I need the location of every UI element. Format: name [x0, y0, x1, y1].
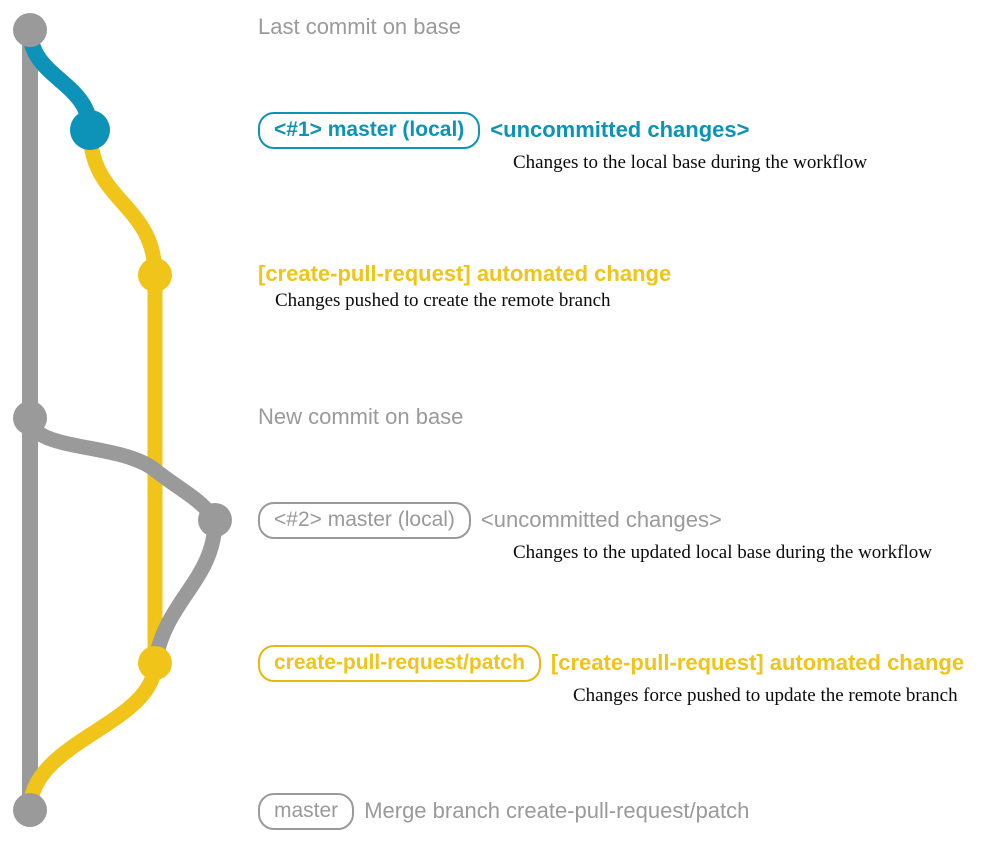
commit-row-patch-1: [create-pull-request] automated change C…	[258, 261, 988, 312]
branch-badge-create-pull-request-patch[interactable]: create-pull-request/patch	[258, 645, 541, 682]
commit-row-base-merge: master Merge branch create-pull-request/…	[258, 793, 988, 830]
edge-local1-to-patch1	[82, 122, 163, 283]
commit-node-base-new[interactable]	[13, 401, 47, 435]
commit-subject: [create-pull-request] automated change	[550, 650, 965, 676]
edge-patch2-to-merge	[22, 655, 163, 818]
commit-row-local-2: <#2> master (local) <uncommitted changes…	[258, 502, 988, 564]
commit-node-local-2[interactable]	[198, 503, 232, 537]
commit-note: Changes force pushed to update the remot…	[573, 684, 958, 706]
commit-node-base-merge[interactable]	[13, 793, 47, 827]
commit-row-headline: New commit on base	[258, 404, 988, 430]
edge-local2-to-patch2	[147, 512, 223, 671]
commit-row-headline: create-pull-request/patch [create-pull-r…	[258, 645, 988, 682]
commit-node-patch-1[interactable]	[138, 258, 172, 292]
commit-node-local-1[interactable]	[70, 110, 110, 150]
commit-note: Changes pushed to create the remote bran…	[275, 290, 611, 311]
branch-badge-master-local-2[interactable]: <#2> master (local)	[258, 502, 471, 539]
commit-node-patch-2[interactable]	[138, 646, 172, 680]
commit-row-headline: Last commit on base	[258, 14, 988, 40]
commit-row-local-1: <#1> master (local) <uncommitted changes…	[258, 112, 988, 174]
commit-note: Changes to the updated local base during…	[513, 541, 932, 563]
commit-row-base-new: New commit on base	[258, 404, 988, 430]
branch-badge-master-local-1[interactable]: <#1> master (local)	[258, 112, 481, 149]
commit-subject: Last commit on base	[258, 14, 461, 39]
commit-row-base-last: Last commit on base	[258, 14, 988, 40]
commit-subject: <uncommitted changes>	[490, 117, 750, 143]
commit-subject: <uncommitted changes>	[480, 507, 722, 533]
commit-subject: Merge branch create-pull-request/patch	[364, 798, 750, 824]
commit-row-patch-2: create-pull-request/patch [create-pull-r…	[258, 645, 988, 707]
commit-row-headline: master Merge branch create-pull-request/…	[258, 793, 988, 830]
commit-subject: [create-pull-request] automated change	[258, 261, 672, 286]
commit-node-base-last[interactable]	[13, 13, 47, 47]
commit-note: Changes to the local base during the wor…	[513, 151, 868, 173]
branch-badge-master[interactable]: master	[258, 793, 355, 830]
commit-row-headline: [create-pull-request] automated change	[258, 261, 988, 287]
commit-row-headline: <#1> master (local) <uncommitted changes…	[258, 112, 988, 149]
edge-basenew-to-local2	[22, 410, 223, 528]
commit-subject: New commit on base	[258, 404, 464, 429]
commit-row-headline: <#2> master (local) <uncommitted changes…	[258, 502, 988, 539]
